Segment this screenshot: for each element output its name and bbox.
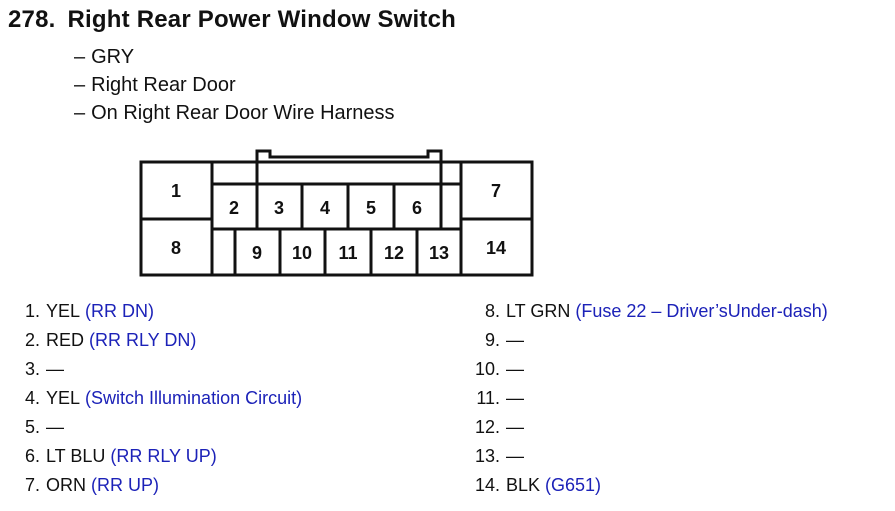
pin-label-7: 7 bbox=[491, 181, 501, 201]
cavity-filler-bottom bbox=[210, 227, 237, 277]
pin-label-1: 1 bbox=[171, 181, 181, 201]
pin-label-3: 3 bbox=[274, 198, 284, 218]
connector-face-diagram: 1 2 3 4 5 6 7 8 9 10 11 12 13 14 bbox=[139, 149, 534, 277]
cavity-filler-top bbox=[439, 182, 463, 231]
pinout-row: 8.LT GRN(Fuse 22 – Driver’sUnder-dash) bbox=[484, 301, 828, 321]
pin-label-14: 14 bbox=[486, 238, 506, 258]
pin-label-8: 8 bbox=[171, 238, 181, 258]
pin-label-4: 4 bbox=[320, 198, 330, 218]
spec-color: –GRY bbox=[74, 46, 135, 68]
pinout-row: 5.— bbox=[24, 417, 64, 437]
pinout-row: 1.YEL(RR DN) bbox=[24, 301, 155, 321]
pinout-row: 14.BLK(G651) bbox=[474, 475, 602, 495]
component-number: 278. bbox=[8, 6, 56, 33]
pinout-row: 7.ORN(RR UP) bbox=[24, 475, 159, 495]
pin-label-2: 2 bbox=[229, 198, 239, 218]
pinout-row: 3.— bbox=[24, 359, 64, 379]
spec-harness: –On Right Rear Door Wire Harness bbox=[74, 102, 395, 124]
pin-label-12: 12 bbox=[384, 243, 404, 263]
pinout-row: 4.YEL(Switch Illumination Circuit) bbox=[24, 388, 303, 408]
pin-label-11: 11 bbox=[338, 243, 357, 263]
pin-label-10: 10 bbox=[292, 243, 312, 263]
pin-label-6: 6 bbox=[412, 198, 422, 218]
component-name: Right Rear Power Window Switch bbox=[67, 6, 456, 33]
pinout-row: 12.— bbox=[474, 417, 524, 437]
pin-label-5: 5 bbox=[366, 198, 376, 218]
pinout-row: 13.— bbox=[474, 446, 524, 466]
pinout-row: 10.— bbox=[474, 359, 524, 379]
spec-location: –Right Rear Door bbox=[74, 74, 236, 96]
pinout-row: 11.— bbox=[476, 388, 524, 408]
connector-latch bbox=[255, 149, 443, 184]
pinout-list-left: 1.YEL(RR DN) 2.RED(RR RLY DN) 3.— 4.YEL(… bbox=[20, 297, 302, 500]
pinout-row: 2.RED(RR RLY DN) bbox=[24, 330, 197, 350]
pinout-list-right: 8.LT GRN(Fuse 22 – Driver’sUnder-dash) 9… bbox=[470, 297, 828, 500]
pin-label-13: 13 bbox=[429, 243, 449, 263]
pin-label-9: 9 bbox=[252, 243, 262, 263]
pin-cavity-13 bbox=[415, 227, 463, 277]
connector-specs: –GRY –Right Rear Door –On Right Rear Doo… bbox=[74, 43, 395, 127]
page-title: 278. Right Rear Power Window Switch bbox=[8, 6, 456, 34]
pinout-row: 6.LT BLU(RR RLY UP) bbox=[24, 446, 217, 466]
pinout-row: 9.— bbox=[484, 330, 524, 350]
